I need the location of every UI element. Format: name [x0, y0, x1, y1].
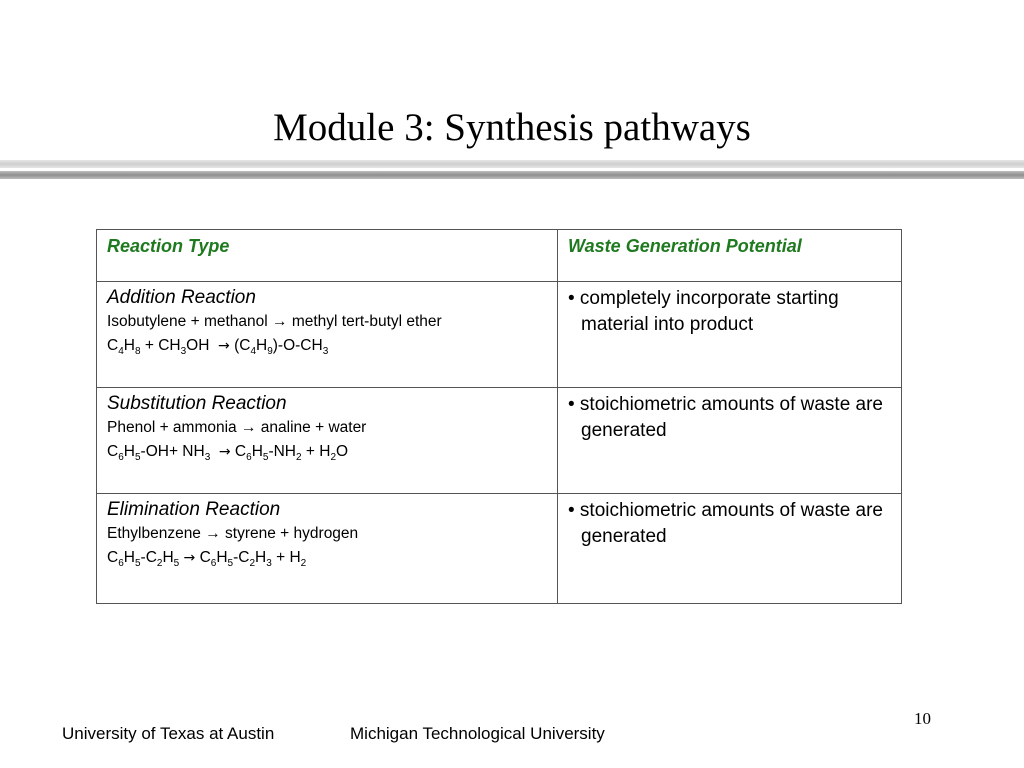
footer-institution-right: Michigan Technological University [350, 724, 605, 743]
reaction-cell: Elimination Reaction Ethylbenzene → styr… [96, 493, 558, 604]
reaction-words: Phenol + ammonia → analine + water [107, 419, 367, 436]
reaction-formula: C6H5-C2H5 → C6H5-C2H3 + H2 [107, 549, 307, 570]
waste-text: • completely incorporate starting materi… [568, 288, 839, 335]
reaction-table: Reaction Type Waste Generation Potential… [96, 229, 902, 604]
page-number: 10 [914, 709, 931, 728]
slide-title: Module 3: Synthesis pathways [273, 106, 751, 149]
footer-institution-left: University of Texas at Austin [62, 724, 275, 743]
reaction-words: Ethylbenzene → styrene + hydrogen [107, 525, 359, 542]
waste-cell: • completely incorporate starting materi… [557, 281, 902, 388]
header-cell-waste-potential: Waste Generation Potential [557, 229, 902, 282]
reaction-formula: C4H8 + CH3OH → (C4H9)-O-CH3 [107, 337, 329, 358]
table-header-row: Reaction Type Waste Generation Potential [96, 229, 902, 282]
title-divider-dark [0, 171, 1024, 179]
reaction-cell: Substitution Reaction Phenol + ammonia →… [96, 387, 558, 494]
title-divider-light [0, 160, 1024, 168]
reaction-formula: C6H5-OH+ NH3 → C6H5-NH2 + H2O [107, 443, 349, 464]
reaction-name: Substitution Reaction [107, 393, 287, 414]
reaction-name: Addition Reaction [107, 287, 256, 308]
table-row: Elimination Reaction Ethylbenzene → styr… [96, 493, 902, 604]
waste-cell: • stoichiometric amounts of waste are ge… [557, 493, 902, 604]
reaction-cell: Addition Reaction Isobutylene + methanol… [96, 281, 558, 388]
table-row: Substitution Reaction Phenol + ammonia →… [96, 387, 902, 494]
table-row: Addition Reaction Isobutylene + methanol… [96, 281, 902, 388]
header-cell-reaction-type: Reaction Type [96, 229, 558, 282]
header-reaction-type: Reaction Type [107, 236, 230, 256]
waste-text: • stoichiometric amounts of waste are ge… [568, 394, 884, 441]
waste-text: • stoichiometric amounts of waste are ge… [568, 500, 884, 547]
header-waste-potential: Waste Generation Potential [568, 236, 802, 256]
reaction-name: Elimination Reaction [107, 499, 281, 520]
reaction-words: Isobutylene + methanol → methyl tert-but… [107, 313, 442, 330]
waste-cell: • stoichiometric amounts of waste are ge… [557, 387, 902, 494]
